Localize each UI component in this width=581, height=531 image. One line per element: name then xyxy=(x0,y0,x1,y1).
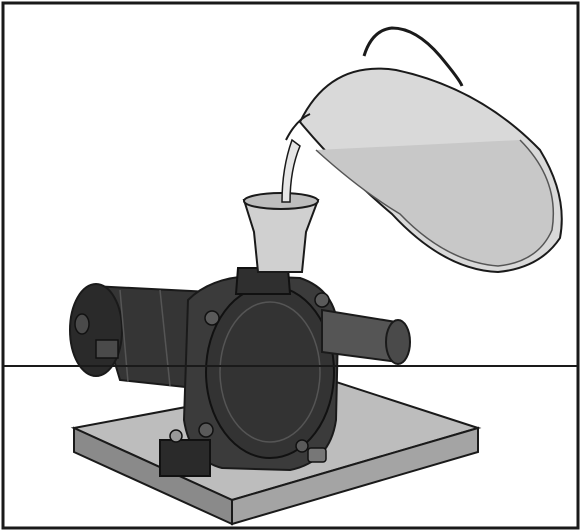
water-stream xyxy=(281,138,301,203)
water-pitcher xyxy=(285,26,563,274)
jet-pump xyxy=(159,267,340,477)
priming-funnel xyxy=(242,192,320,273)
discharge-pipe xyxy=(321,308,411,365)
